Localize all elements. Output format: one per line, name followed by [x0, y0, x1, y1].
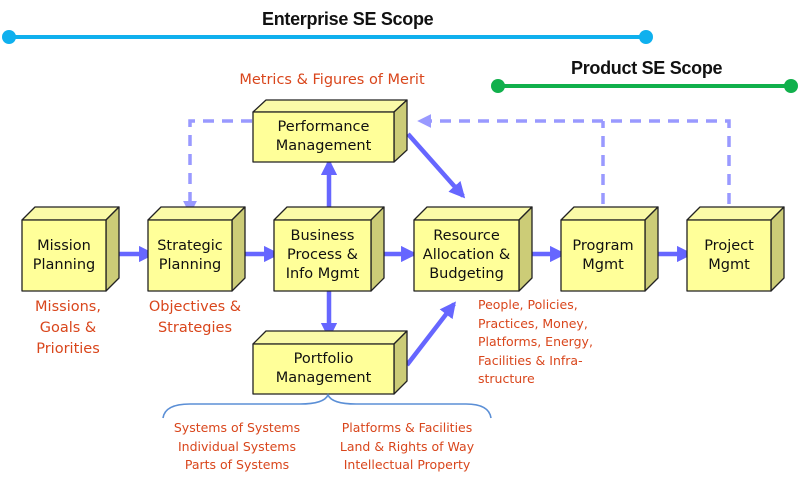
enterprise-scope-line: [2, 30, 653, 44]
box-portfolio-mgmt: [252, 330, 408, 395]
mission-planning-label: Mission Planning: [32, 237, 96, 273]
missions-annotation: Missions, Goals & Priorities: [35, 299, 101, 357]
box-mission-planning: [21, 206, 120, 292]
objectives-annotation: Objectives & Strategies: [148, 299, 242, 336]
portfolio-assets-annotation: Platforms & Facilities Land & Rights of …: [339, 420, 475, 472]
box-strategic-planning: [147, 206, 246, 292]
portfolio-systems-annotation: Systems of Systems Individual Systems Pa…: [173, 420, 301, 472]
program-mgmt-label: Program Mgmt: [572, 237, 634, 273]
box-project-mgmt: [686, 206, 785, 292]
arrow-performance-to-resource: [406, 132, 466, 199]
feedback-project-to-perf: [417, 114, 731, 204]
feedback-perf-to-strategic: [183, 119, 252, 215]
business-process-label: Business Process & Info Mgmt: [285, 228, 360, 282]
box-program-mgmt: [560, 206, 659, 292]
strategic-planning-label: Strategic Planning: [157, 237, 223, 273]
product-scope-start-dot: [491, 79, 505, 93]
arrow-portfolio-to-resource: [405, 301, 456, 367]
metrics-annotation: Metrics & Figures of Merit: [239, 72, 425, 88]
portfolio-mgmt-label: Portfolio Management: [275, 351, 372, 386]
flow-arrows: [114, 132, 694, 367]
enterprise-scope-start-dot: [2, 30, 16, 44]
performance-mgmt-label: Performance Management: [275, 119, 372, 154]
enterprise-scope-title: Enterprise SE Scope: [262, 9, 434, 29]
box-resource-allocation: [413, 206, 533, 292]
resource-allocation-label: Resource Allocation & Budgeting: [422, 228, 511, 282]
product-scope-end-dot: [784, 79, 798, 93]
enterprise-scope-end-dot: [639, 30, 653, 44]
product-scope-title: Product SE Scope: [571, 58, 723, 78]
resources-annotation: People, Policies, Practices, Money, Plat…: [478, 297, 593, 386]
box-business-process: [273, 206, 385, 292]
portfolio-brace: [162, 393, 492, 419]
feedback-dashed-lines: [183, 114, 731, 215]
project-mgmt-label: Project Mgmt: [704, 237, 754, 273]
product-scope-line: [491, 79, 798, 93]
box-performance-mgmt: [252, 99, 408, 163]
